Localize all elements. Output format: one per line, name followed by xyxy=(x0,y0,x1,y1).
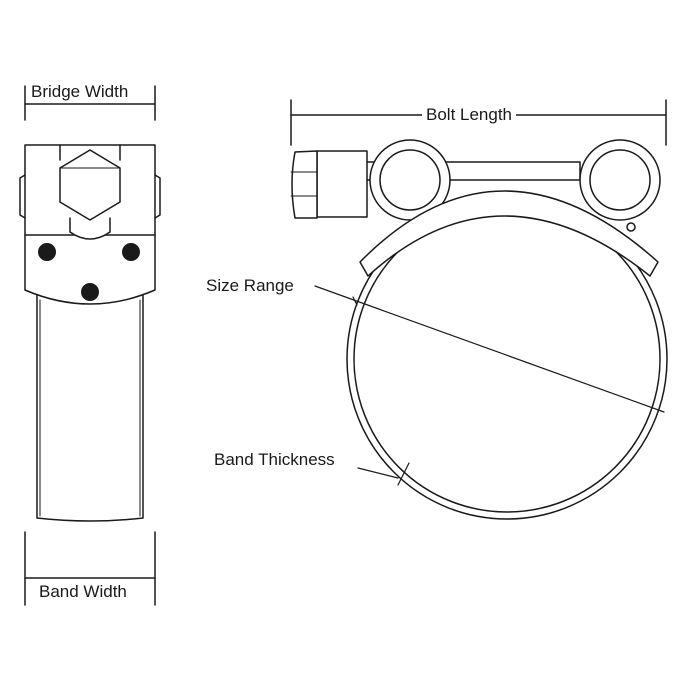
bolt-length-label: Bolt Length xyxy=(422,105,517,125)
side-rivets xyxy=(38,243,140,301)
front-bridge xyxy=(359,190,659,277)
size-range-line xyxy=(314,285,665,413)
band-thickness-leader xyxy=(357,462,410,486)
band-width-dimension xyxy=(24,531,156,606)
band-width-label: Band Width xyxy=(39,582,127,602)
front-view xyxy=(290,99,668,520)
side-band xyxy=(36,294,144,522)
band-thickness-label: Band Thickness xyxy=(214,450,335,470)
trunnion-loops xyxy=(369,139,661,221)
size-range-label: Size Range xyxy=(206,276,294,296)
side-hex-bolt xyxy=(59,149,121,240)
front-hex-nut xyxy=(290,150,368,219)
bridge-width-dimension xyxy=(24,85,156,121)
bridge-width-label: Bridge Width xyxy=(31,82,129,102)
side-view xyxy=(19,85,161,606)
